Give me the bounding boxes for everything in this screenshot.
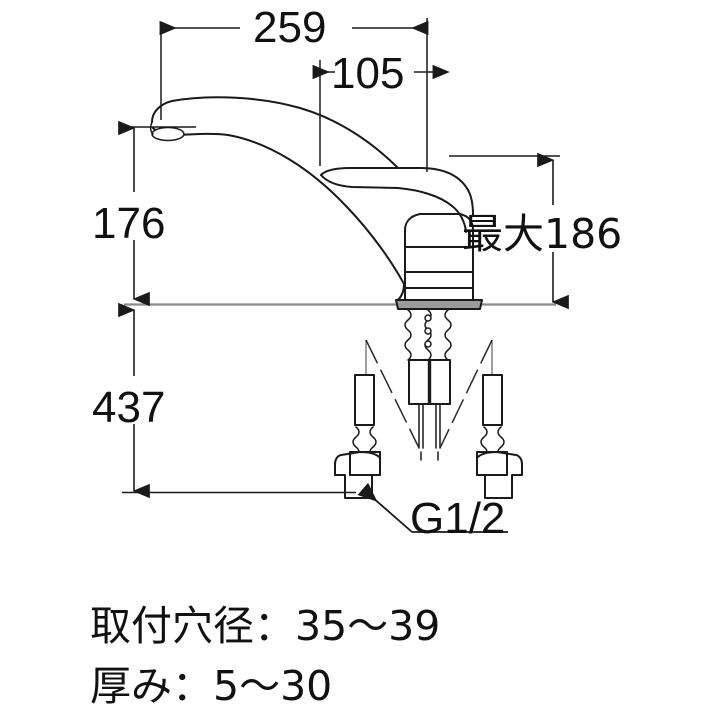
mounting-shank xyxy=(404,309,452,461)
dimension-176-label: 176 xyxy=(92,199,165,248)
faucet-assembly xyxy=(149,96,523,499)
deck-flange xyxy=(395,299,483,310)
note-mounting-hole-diameter: 取付穴径：35〜39 xyxy=(90,602,440,650)
dimension-259: 259 xyxy=(159,3,429,172)
body-cylinder xyxy=(404,246,474,301)
dimension-437-label: 437 xyxy=(92,383,165,432)
supply-hose-left xyxy=(334,374,381,499)
callout-g12-label: G1/2 xyxy=(410,494,505,543)
dimension-437: 437 xyxy=(92,302,356,499)
dimension-105: 105 xyxy=(312,49,450,166)
aerator-outlet xyxy=(151,126,185,142)
dimension-176: 176 xyxy=(92,120,196,307)
faucet-body xyxy=(404,213,474,301)
dimension-259-label: 259 xyxy=(253,3,326,52)
dimension-105-label: 105 xyxy=(331,49,404,98)
dimension-max-186-label: 最大186 xyxy=(462,210,622,258)
faucet-spout xyxy=(149,96,405,301)
spec-notes: 取付穴径：35〜39 厚み：5〜30 xyxy=(90,602,440,710)
lever-handle xyxy=(320,167,474,233)
dimension-max-186: 最大186 xyxy=(449,152,622,310)
note-deck-thickness: 厚み：5〜30 xyxy=(90,662,332,710)
supply-hose-right xyxy=(476,374,523,499)
callout-g12: G1/2 xyxy=(357,482,508,543)
